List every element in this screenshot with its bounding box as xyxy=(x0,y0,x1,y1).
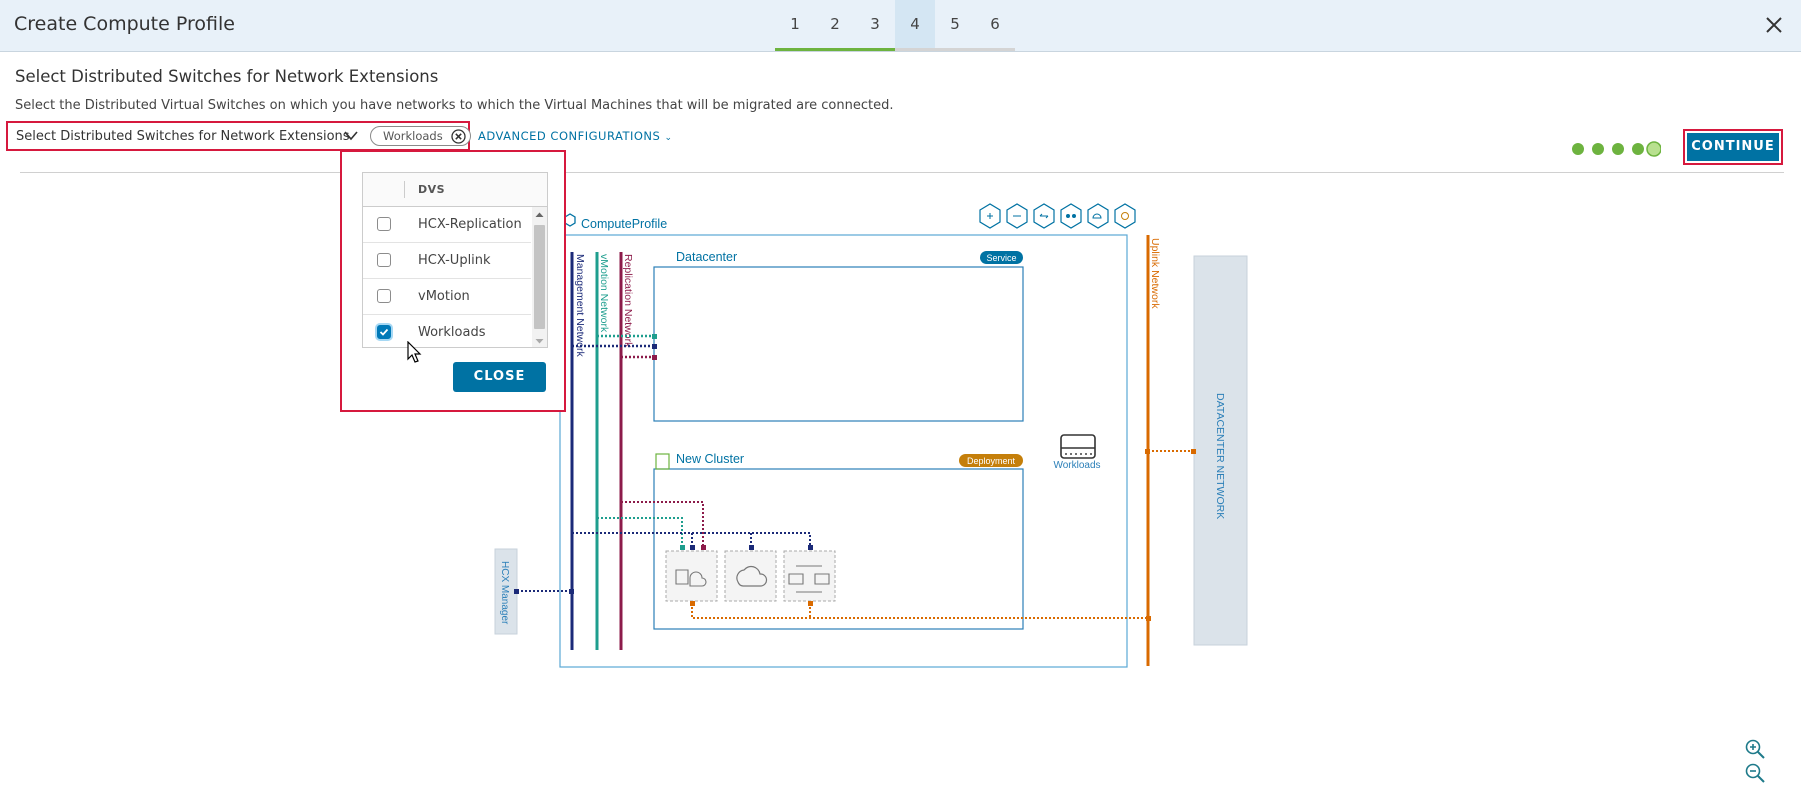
new-cluster-title: New Cluster xyxy=(676,452,744,466)
progress-dot-3 xyxy=(1612,143,1624,155)
datacenter-box xyxy=(653,266,1024,422)
divider xyxy=(20,172,1784,173)
step-6[interactable]: 6 xyxy=(975,0,1015,51)
uplink-link-cluster xyxy=(691,603,1148,619)
step-navigator: 1 2 3 4 5 6 xyxy=(775,0,1015,51)
interconnect-appliance-icon xyxy=(665,550,718,602)
chevron-down-icon[interactable] xyxy=(344,130,358,142)
step-2[interactable]: 2 xyxy=(815,0,855,51)
advanced-configurations-link[interactable]: ADVANCED CONFIGURATIONS ⌄ xyxy=(478,129,673,143)
selected-dvs-pill: Workloads xyxy=(370,126,471,146)
zoom-in-icon[interactable] xyxy=(1744,738,1766,760)
uplink-network-label: Uplink Network xyxy=(1149,238,1161,309)
vmotion-network-label: vMotion Network xyxy=(598,254,610,333)
progress-dots xyxy=(1572,141,1661,157)
datacenter-network-bar xyxy=(1193,255,1248,646)
replication-link-cluster xyxy=(621,501,704,547)
selected-dvs-label: Workloads xyxy=(383,129,443,143)
dvs-selector-label: Select Distributed Switches for Network … xyxy=(16,129,350,144)
scroll-up-icon[interactable] xyxy=(532,209,547,221)
step-5[interactable]: 5 xyxy=(935,0,975,51)
dvs-checkbox[interactable] xyxy=(377,289,391,303)
remove-pill-icon[interactable] xyxy=(451,129,466,144)
wan-optimizer-appliance-icon xyxy=(724,550,777,602)
dvs-row-label: Workloads xyxy=(418,325,486,340)
scroll-thumb[interactable] xyxy=(534,225,545,329)
zoom-out-icon[interactable] xyxy=(1744,762,1766,784)
workloads-switch-label: Workloads xyxy=(1053,460,1100,471)
wizard-header: Create Compute Profile 1 2 3 4 5 6 xyxy=(0,0,1801,52)
continue-button[interactable]: CONTINUE xyxy=(1687,133,1779,161)
deployment-badge xyxy=(959,454,1023,467)
service-badge-label: Service xyxy=(986,253,1016,263)
dvs-checkbox[interactable] xyxy=(377,253,391,267)
checkmark-icon xyxy=(379,328,389,336)
dvs-picker-popup: DVS HCX-Replication HCX-Uplink vMotion W… xyxy=(340,150,566,412)
cluster-icon xyxy=(655,453,670,470)
column-separator xyxy=(404,181,405,198)
section-description: Select the Distributed Virtual Switches … xyxy=(15,98,894,113)
dvs-row-label: HCX-Replication xyxy=(418,217,522,232)
dvs-column-header: DVS xyxy=(418,183,446,196)
network-extension-appliance-icon xyxy=(783,550,836,602)
progress-dot-2 xyxy=(1592,143,1604,155)
new-cluster-box xyxy=(653,468,1024,630)
vmotion-link-cluster xyxy=(597,517,683,547)
chevron-down-icon: ⌄ xyxy=(664,133,673,143)
datacenter-title: Datacenter xyxy=(676,250,737,264)
vmotion-service-icon xyxy=(1114,203,1136,229)
advanced-configurations-label: ADVANCED CONFIGURATIONS xyxy=(478,129,661,143)
close-button[interactable]: CLOSE xyxy=(453,362,546,392)
wizard-title: Create Compute Profile xyxy=(14,13,235,35)
mouse-cursor-icon xyxy=(407,341,422,363)
progress-dot-current xyxy=(1646,141,1661,157)
service-icon-glyphs xyxy=(987,212,1129,220)
step-1[interactable]: 1 xyxy=(775,0,815,51)
dvs-row[interactable]: HCX-Replication xyxy=(363,207,531,243)
service-icons xyxy=(979,203,1136,229)
section-heading: Select Distributed Switches for Network … xyxy=(15,67,439,86)
dvs-scrollbar[interactable] xyxy=(532,207,547,347)
compute-profile-frame xyxy=(559,234,1128,668)
dvs-checkbox[interactable] xyxy=(377,217,391,231)
dvs-row[interactable]: Workloads xyxy=(363,315,531,351)
switch-icon xyxy=(1060,434,1096,459)
continue-button-frame: CONTINUE xyxy=(1683,129,1783,165)
management-link-cluster xyxy=(572,532,811,547)
compute-profile-icon xyxy=(564,213,576,227)
dvs-row-label: vMotion xyxy=(418,289,470,304)
step-4[interactable]: 4 xyxy=(895,0,935,51)
dvs-row-label: HCX-Uplink xyxy=(418,253,491,268)
replication-network-label: Replication Network xyxy=(622,254,634,348)
datacenter-network-label: DATACENTER NETWORK xyxy=(1214,393,1226,519)
step-3[interactable]: 3 xyxy=(855,0,895,51)
deployment-badge-label: Deployment xyxy=(967,456,1016,466)
dvs-selector[interactable]: Select Distributed Switches for Network … xyxy=(6,121,471,151)
progress-dot-4 xyxy=(1632,143,1644,155)
progress-dot-1 xyxy=(1572,143,1584,155)
scroll-down-icon[interactable] xyxy=(532,335,547,347)
close-icon[interactable] xyxy=(1761,12,1787,38)
disaster-recovery-icon xyxy=(1087,203,1109,229)
dvs-row[interactable]: HCX-Uplink xyxy=(363,243,531,279)
dvs-grid-header: DVS xyxy=(363,173,547,207)
service-badge xyxy=(980,251,1023,264)
dvs-row[interactable]: vMotion xyxy=(363,279,531,315)
management-network-label: Management Network xyxy=(574,254,586,357)
compute-profile-title: ComputeProfile xyxy=(581,217,667,231)
dvs-grid: DVS HCX-Replication HCX-Uplink vMotion W… xyxy=(362,172,548,348)
dvs-checkbox-checked[interactable] xyxy=(377,325,391,339)
hcx-manager-label: HCX Manager xyxy=(499,561,510,625)
bulk-migration-icon xyxy=(1060,203,1082,229)
